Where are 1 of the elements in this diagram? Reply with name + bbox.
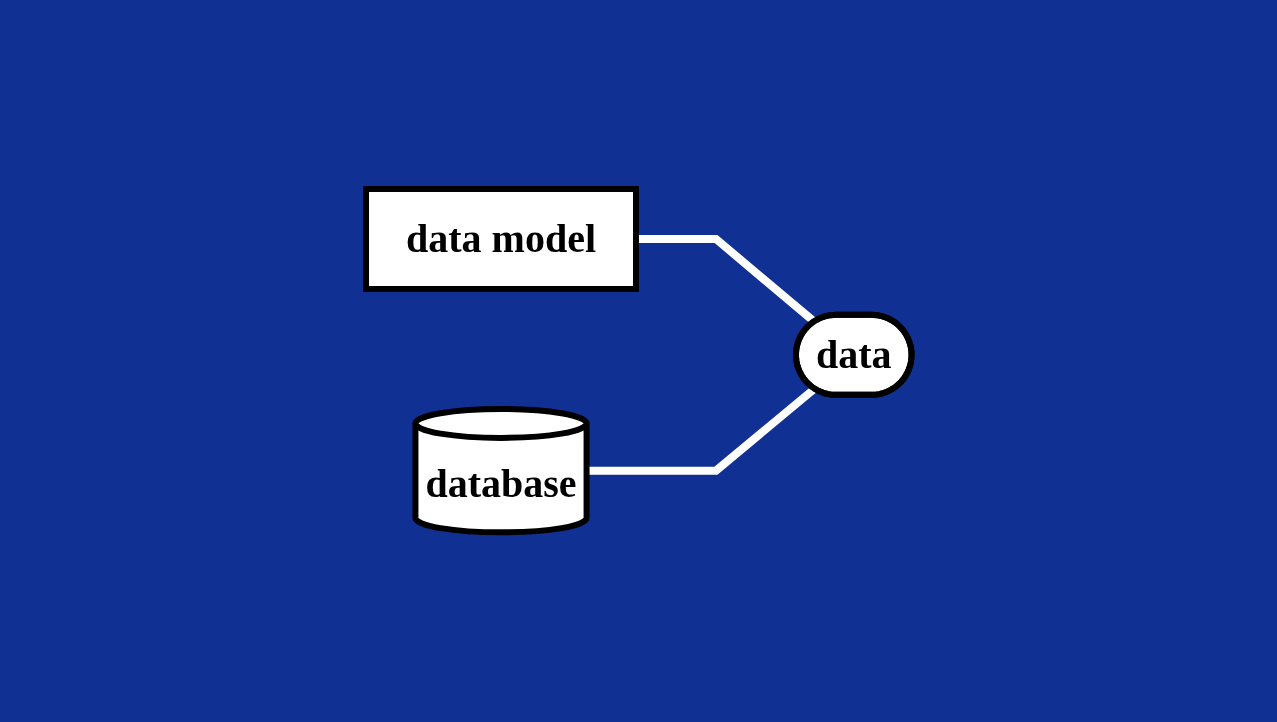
node-box: data model [362, 186, 639, 293]
